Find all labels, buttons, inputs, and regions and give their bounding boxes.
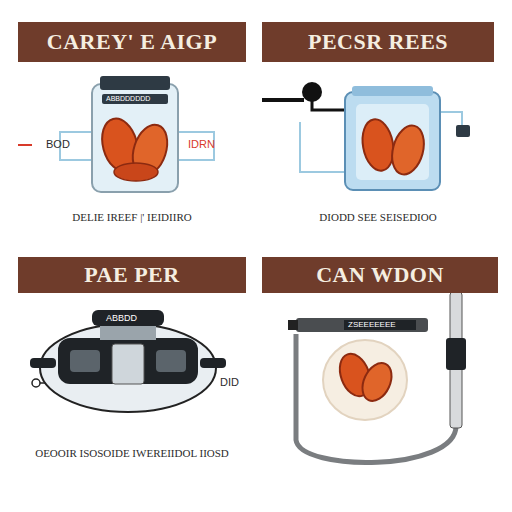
- pipe: [262, 98, 304, 102]
- jar-body: [92, 84, 178, 192]
- panel-caption: DIODD SEE SEISEDIOO: [262, 211, 494, 223]
- plug: [456, 125, 470, 137]
- wand-tip: [288, 320, 298, 330]
- panel: PECSR REES DIODD SEE SEISEDIOO: [262, 22, 494, 232]
- wire: [300, 122, 345, 172]
- cooker-grip: [30, 358, 56, 368]
- knob: [302, 82, 322, 102]
- container-lid: [352, 86, 433, 96]
- panel-caption: OEOOIR ISOSOIDE IWEREIIDOL IIOSD: [18, 447, 246, 459]
- jar-label-band: [102, 94, 168, 104]
- wand-label-band: [344, 320, 416, 330]
- pipe: [312, 100, 345, 110]
- meat: [359, 117, 398, 173]
- cable: [296, 334, 456, 462]
- panel-heading: PAE PER: [18, 257, 246, 293]
- jar-illustration: [18, 76, 214, 192]
- tube-grip: [446, 338, 466, 370]
- part-label: ABBDDDDDD: [106, 95, 150, 102]
- cooker-neck: [100, 326, 156, 340]
- cooker-grip: [200, 358, 226, 368]
- panel-heading: PECSR REES: [262, 22, 494, 62]
- container-body: [345, 92, 440, 190]
- cooker-side: [156, 350, 186, 372]
- container-illustration: [262, 82, 470, 190]
- part-label: IDRN: [188, 139, 215, 150]
- red-mark: [18, 144, 32, 146]
- part-label: ABBDD: [106, 314, 137, 323]
- panel: CAN WDON: [262, 257, 498, 467]
- cooker-base: [40, 324, 216, 412]
- part-label: DID: [220, 377, 239, 388]
- cooker-side: [70, 350, 100, 372]
- cooker-handle: [92, 310, 164, 326]
- panel-heading: CAREY' E AIGP: [18, 22, 246, 62]
- meat: [114, 163, 158, 181]
- cooker-band: [58, 338, 198, 384]
- wire: [178, 132, 214, 160]
- container-inner: [356, 104, 429, 180]
- meat: [387, 122, 429, 178]
- jar-lid: [100, 76, 170, 90]
- part-label: ZSEEEEEEE: [348, 321, 396, 329]
- cooker-panel: [112, 344, 144, 384]
- meat: [357, 358, 397, 405]
- panel-heading: CAN WDON: [262, 257, 498, 293]
- plate: [323, 340, 407, 420]
- knob: [32, 379, 40, 387]
- panel-caption: DELIE IREEF |' IEIDIIRO: [18, 211, 246, 223]
- wand: [296, 318, 428, 332]
- panel: CAREY' E AIGP DELIE IREEF |' IEIDIIRO: [18, 22, 246, 232]
- panel: PAE PER OEOOIR ISOSOIDE IWEREIIDOL IIOSD: [18, 257, 246, 467]
- part-label: BOD: [46, 139, 70, 150]
- wand-illustration: [288, 271, 471, 462]
- cooker-illustration: [30, 310, 226, 412]
